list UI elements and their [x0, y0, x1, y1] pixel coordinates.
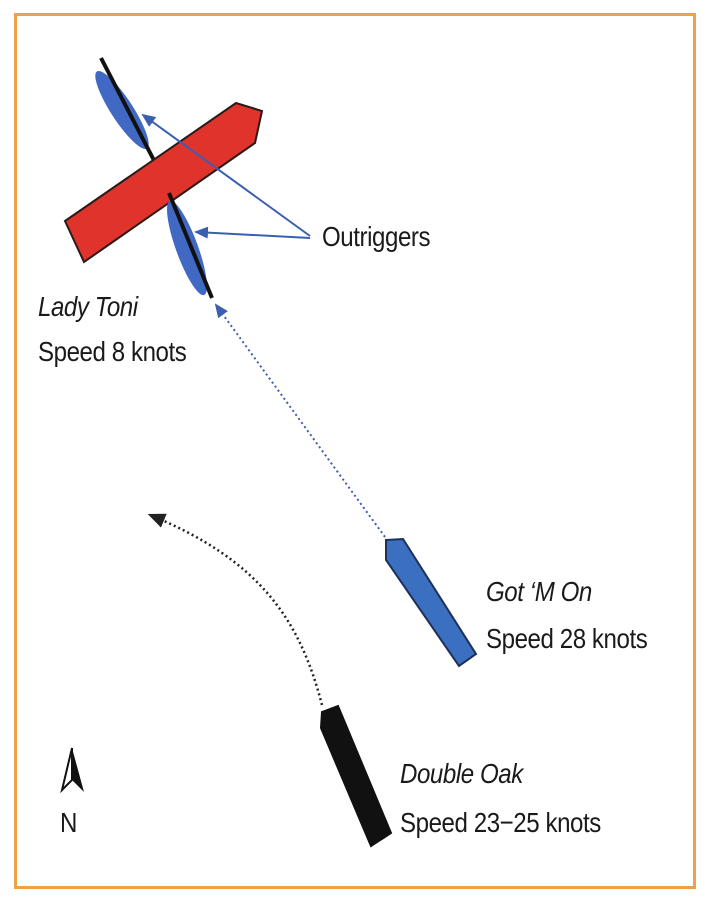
outrigger-pole-lower — [167, 192, 214, 299]
got-m-on-speed: Speed 28 knots — [486, 623, 648, 654]
outrigger-upper — [95, 70, 149, 150]
lady-toni-name: Lady Toni — [38, 291, 138, 322]
got-m-on-hull — [385, 537, 478, 668]
got-m-on-track — [214, 303, 386, 538]
double-oak-speed: Speed 23−25 knots — [400, 807, 601, 838]
got-m-on-name: Got ‘M On — [486, 576, 592, 607]
double-oak-hull — [319, 704, 393, 848]
double-oak-name: Double Oak — [400, 758, 523, 789]
north-arrow-icon — [60, 747, 84, 794]
callout-arrow-lower — [194, 226, 311, 239]
callout-arrow-upper — [141, 113, 311, 237]
compass-north-letter: N — [60, 807, 77, 838]
outriggers-label: Outriggers — [322, 221, 431, 252]
outrigger-pole-upper — [99, 57, 162, 173]
lady-toni-speed: Speed 8 knots — [38, 336, 187, 367]
double-oak-track — [147, 513, 324, 706]
diagram-frame — [14, 13, 696, 889]
lady-toni-hull — [63, 101, 264, 264]
outrigger-lower — [167, 200, 207, 296]
